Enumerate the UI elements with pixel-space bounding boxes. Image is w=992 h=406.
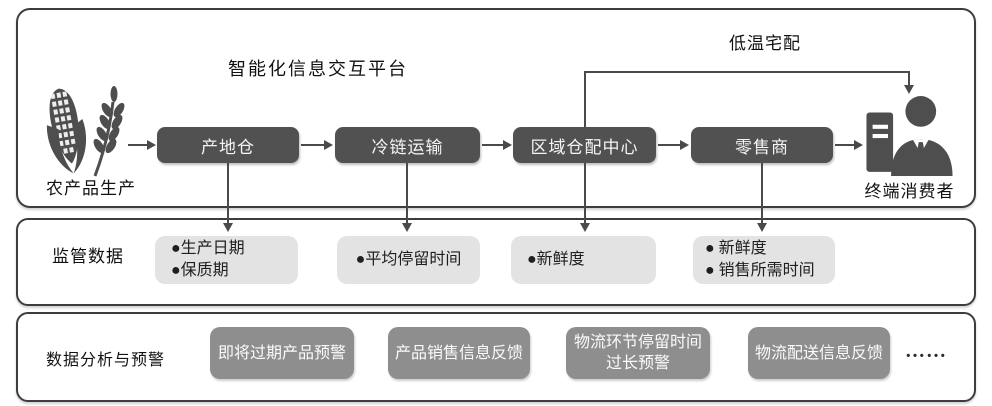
- flow-arrow-head: [680, 140, 689, 150]
- tag-item: ●平均停留时间: [355, 251, 462, 268]
- drop-arrow-head: [402, 223, 412, 232]
- alert-sales-feedback: 产品销售信息反馈: [388, 327, 530, 379]
- flow-arrow-line: [658, 144, 680, 146]
- drop-arrow-head: [757, 223, 767, 232]
- tag-item: ● 新鲜度: [705, 240, 767, 257]
- flow-arrow-line: [482, 144, 503, 146]
- analysis-label: 数据分析与预警: [46, 352, 166, 369]
- corn-wheat-icon: [46, 86, 125, 177]
- tag-production-data: ●生产日期 ●保质期: [155, 236, 298, 284]
- consumer-label: 终端消费者: [864, 182, 955, 201]
- flow-arrow-line: [128, 144, 147, 146]
- tag-item: ●新鲜度: [527, 251, 585, 268]
- alert-expiry-warning: 即将过期产品预警: [210, 327, 354, 379]
- flow-arrow-head: [854, 140, 863, 150]
- platform-panel: [16, 8, 976, 208]
- drop-arrow-line: [584, 163, 586, 223]
- platform-title: 智能化信息交互平台: [228, 59, 408, 79]
- tag-item: ●生产日期: [171, 240, 245, 257]
- alert-logistics-dwell-warning: 物流环节停留时间过长预警: [566, 327, 710, 379]
- producer-label: 农产品生产: [46, 179, 136, 198]
- flow-arrow-line: [301, 144, 324, 146]
- node-retailer: 零售商: [691, 127, 833, 163]
- tag-retail-data: ● 新鲜度 ● 销售所需时间: [693, 236, 835, 284]
- flow-arrow-head: [324, 140, 333, 150]
- drop-arrow-head: [223, 223, 233, 232]
- bypass-line-vertical: [584, 72, 586, 127]
- tag-freshness: ●新鲜度: [511, 236, 656, 284]
- bypass-line-drop: [908, 71, 910, 85]
- node-regional-distribution-center: 区域仓配中心: [513, 127, 656, 163]
- alert-delivery-feedback: 物流配送信息反馈: [748, 327, 890, 379]
- tag-dwell-time: ●平均停留时间: [337, 236, 480, 284]
- node-origin-warehouse: 产地仓: [157, 127, 299, 163]
- tag-item: ● 销售所需时间: [705, 262, 815, 279]
- flow-arrow-head: [503, 140, 512, 150]
- node-cold-chain-transport: 冷链运输: [335, 127, 480, 163]
- bypass-line-horizontal: [584, 71, 910, 73]
- drop-arrow-line: [761, 163, 763, 223]
- flow-arrow-head: [147, 140, 156, 150]
- flow-arrow-line: [835, 144, 854, 146]
- supervision-label: 监管数据: [52, 247, 124, 266]
- ellipsis-more: ……: [905, 340, 947, 362]
- drop-arrow-head: [580, 223, 590, 232]
- tag-item: ●保质期: [171, 262, 229, 279]
- cold-delivery-label: 低温宅配: [729, 34, 801, 53]
- bypass-arrow-head: [904, 85, 914, 94]
- drop-arrow-line: [227, 163, 229, 223]
- person-document-icon: [866, 96, 953, 176]
- drop-arrow-line: [406, 163, 408, 223]
